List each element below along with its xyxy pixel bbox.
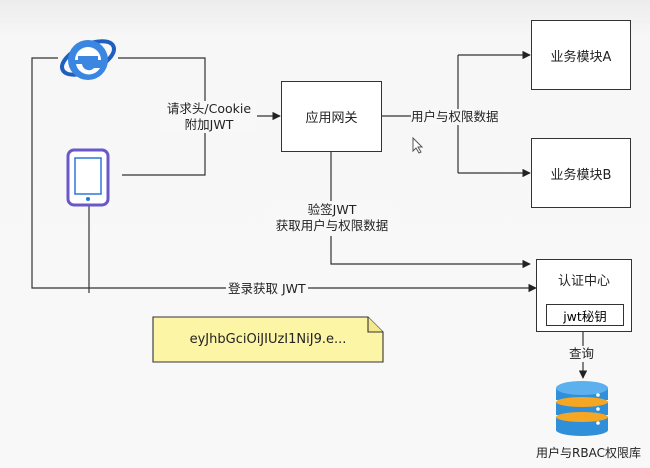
token-note-shape	[152, 316, 384, 363]
jwt-secret-label: jwt秘钥	[563, 308, 607, 324]
module-b-label: 业务模块B	[550, 167, 612, 183]
auth-center-label: 认证中心	[557, 274, 610, 289]
request-header-line2: 附加JWT	[184, 117, 234, 132]
verify-label: 验签JWT 获取用户与权限数据	[269, 202, 395, 234]
mouse-cursor-icon	[412, 136, 424, 154]
tablet-icon	[66, 148, 110, 207]
query-label: 查询	[569, 346, 595, 362]
module-b-box: 业务模块B	[531, 138, 631, 208]
database-caption: 用户与RBAC权限库	[536, 446, 641, 460]
request-header-label: 请求头/Cookie 附加JWT	[161, 101, 257, 133]
token-note-text: eyJhbGciOiJIUzI1NiJ9.e...	[189, 332, 347, 347]
verify-line2: 获取用户与权限数据	[275, 218, 389, 233]
ie-browser-icon	[60, 39, 116, 80]
jwt-secret-box: jwt秘钥	[546, 304, 624, 326]
gateway-label: 应用网关	[305, 111, 358, 126]
module-a-label: 业务模块A	[550, 49, 612, 65]
database-icon	[556, 381, 608, 436]
login-label: 登录获取 JWT	[226, 281, 308, 297]
request-header-line1: 请求头/Cookie	[166, 101, 252, 116]
user-permission-label: 用户与权限数据	[411, 109, 499, 125]
verify-line1: 验签JWT	[307, 202, 357, 217]
module-a-box: 业务模块A	[531, 20, 631, 90]
gateway-box: 应用网关	[281, 81, 382, 152]
